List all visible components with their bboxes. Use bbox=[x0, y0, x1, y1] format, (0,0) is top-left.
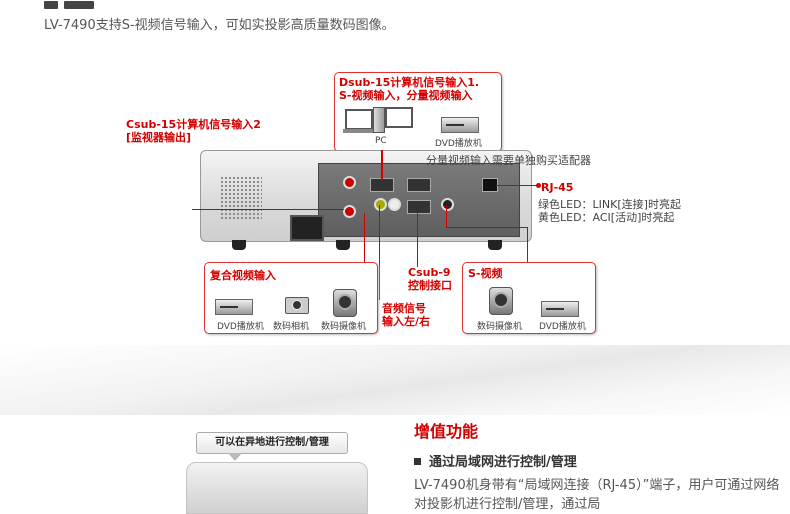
feature-bullet: 通过局域网进行控制/管理 bbox=[414, 451, 577, 470]
dvd-player-icon bbox=[215, 299, 253, 315]
rca-jack bbox=[343, 176, 356, 189]
projector-top-image bbox=[186, 462, 368, 514]
dvd-caption: DVD播放机 bbox=[217, 322, 264, 332]
connector-line bbox=[417, 212, 418, 267]
control-port-label: Csub-9 控制接口 bbox=[408, 266, 452, 292]
pc-monitor-icon bbox=[385, 107, 413, 128]
projector-foot bbox=[232, 240, 246, 250]
connector-line bbox=[192, 209, 344, 210]
dvd-player-icon bbox=[441, 117, 479, 133]
dvd-caption: DVD播放机 bbox=[539, 322, 586, 332]
square-bullet-icon bbox=[414, 458, 421, 465]
projector-foot bbox=[488, 240, 502, 250]
connector-line bbox=[446, 227, 528, 228]
camcorder-caption: 数码摄像机 bbox=[477, 322, 523, 332]
vent-grill bbox=[220, 176, 262, 221]
connector-line bbox=[364, 213, 365, 263]
power-socket bbox=[290, 215, 324, 241]
connection-diagram: Dsub-15计算机信号输入1. S-视频输入，分量视频输入 PC DVD播放机… bbox=[126, 72, 681, 334]
vga-port-2 bbox=[407, 178, 431, 192]
dvd-player-icon bbox=[541, 301, 579, 317]
rj45-label: RJ-45 bbox=[541, 181, 574, 194]
rca-jack bbox=[374, 198, 387, 211]
svideo-jack bbox=[441, 198, 454, 211]
vga-port-1 bbox=[370, 178, 394, 192]
connector-line bbox=[446, 205, 447, 227]
csub15-label: Csub-15计算机信号输入2 [监视器输出] bbox=[126, 118, 261, 144]
feature-bullet-text: 通过局域网进行控制/管理 bbox=[429, 455, 577, 470]
rca-jack bbox=[388, 198, 401, 211]
remote-control-callout: 可以在异地进行控制/管理 bbox=[196, 432, 348, 454]
camcorder-caption: 数码摄像机 bbox=[321, 322, 367, 332]
pc-base-icon bbox=[343, 129, 373, 133]
audio-label: 音频信号 输入左/右 bbox=[382, 302, 431, 328]
dsub-label: Dsub-15计算机信号输入1. S-视频输入，分量视频输入 bbox=[339, 76, 480, 102]
composite-source-box: 复合视频输入 DVD播放机 数码相机 数码摄像机 bbox=[204, 262, 378, 334]
divider-band bbox=[0, 345, 790, 415]
intro-text: LV-7490支持S-视频信号输入，可如实投影高质量数码图像。 bbox=[44, 18, 395, 33]
svideo-label: S-视频 bbox=[468, 267, 503, 280]
connector-line bbox=[496, 185, 538, 186]
camcorder-icon bbox=[333, 289, 357, 317]
section-heading: 增值功能 bbox=[414, 422, 479, 441]
callout-pointer bbox=[228, 453, 242, 461]
connector-line bbox=[379, 205, 380, 300]
rca-jack bbox=[343, 205, 356, 218]
led-yellow-label: 黄色LED：ACI[活动]时亮起 bbox=[538, 211, 675, 224]
pc-caption: PC bbox=[375, 136, 387, 146]
projector-foot bbox=[336, 240, 350, 250]
digital-camera-icon bbox=[285, 297, 309, 314]
feature-paragraph: LV-7490机身带有“局域网连接（RJ-45）”端子，用户可通过网络对投影机进… bbox=[414, 478, 780, 512]
composite-label: 复合视频输入 bbox=[210, 269, 276, 282]
camcorder-icon bbox=[489, 287, 513, 315]
connector-line bbox=[381, 150, 383, 180]
pc-tower-icon bbox=[373, 107, 385, 133]
connector-dot bbox=[536, 183, 541, 188]
camera-caption: 数码相机 bbox=[273, 322, 310, 332]
svideo-source-box: S-视频 数码摄像机 DVD播放机 bbox=[462, 262, 596, 334]
dvd-caption: DVD播放机 bbox=[435, 139, 482, 149]
pc-monitor-icon bbox=[345, 109, 373, 130]
cropped-heading bbox=[44, 0, 134, 9]
led-green-label: 绿色LED：LINK[连接]时亮起 bbox=[538, 198, 681, 211]
dsub-source-box: Dsub-15计算机信号输入1. S-视频输入，分量视频输入 PC DVD播放机 bbox=[334, 72, 502, 152]
control-port bbox=[407, 200, 431, 214]
component-note: 分量视频输入需要单独购买适配器 bbox=[426, 154, 591, 167]
connector-line bbox=[527, 227, 528, 263]
